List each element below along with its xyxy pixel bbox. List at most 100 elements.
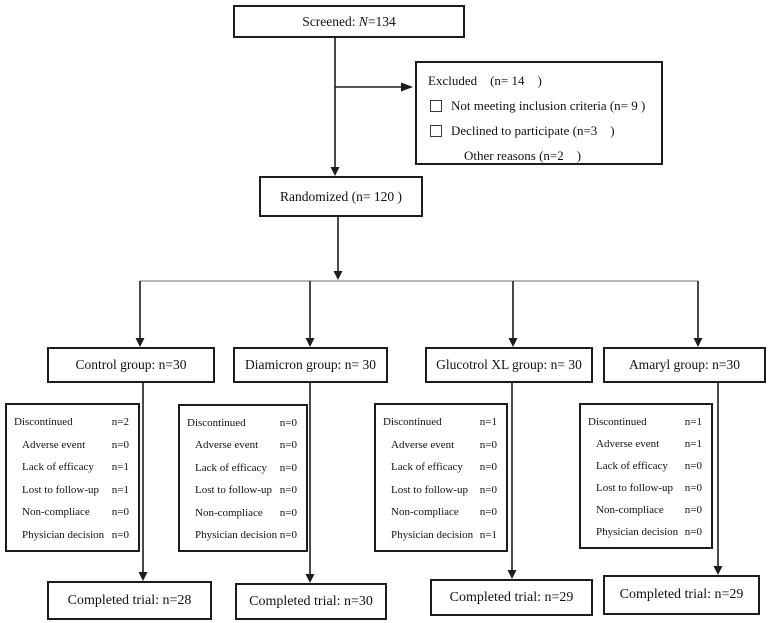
arrow-randomized-to-branch — [333, 217, 343, 280]
disc-value: n=0 — [279, 439, 297, 452]
disc-label: Lost to follow-up — [596, 482, 673, 494]
disc-value: n=0 — [279, 461, 297, 474]
group-box-control: Control group: n=30 — [47, 347, 215, 383]
arrow-branch-to-control — [135, 281, 145, 347]
completed-box-amaryl: Completed trial: n=29 — [603, 575, 760, 615]
checkbox-icon — [430, 100, 442, 112]
disc-label: Physician decision — [391, 528, 474, 541]
disc-row: Lost to follow-up n=0 — [187, 484, 299, 496]
disc-row: Non-compliace n=0 — [588, 504, 704, 516]
disc-label: Adverse event — [596, 438, 660, 450]
completed-label: Completed trial: n=29 — [449, 589, 574, 605]
disc-value: n=0 — [479, 438, 497, 451]
disc-value: n=1 — [479, 416, 497, 428]
disc-label: Non-compliace — [596, 504, 664, 516]
disc-row: Physician decision n=1 — [383, 529, 499, 541]
checkbox-icon — [430, 125, 442, 137]
group-label: Diamicron group: n= 30 — [245, 357, 376, 372]
disc-value: n=0 — [684, 504, 702, 516]
completed-label: Completed trial: n=28 — [67, 592, 192, 608]
disc-label: Physician decision — [22, 528, 105, 541]
disc-label: Adverse event — [195, 439, 259, 452]
disc-value: n=0 — [111, 438, 129, 451]
randomized-box: Randomized (n= 120 ) — [259, 176, 423, 217]
completed-box-diamicron: Completed trial: n=30 — [235, 583, 387, 620]
randomized-label: Randomized (n= 120 ) — [280, 188, 402, 204]
disc-row: Non-compliace n=0 — [383, 506, 499, 518]
disc-row: Adverse event n=1 — [588, 438, 704, 450]
excluded-title: Excluded (n= 14 ) — [428, 73, 542, 88]
discontinued-box-control: Discontinued n=2 Adverse event n=0 Lack of… — [5, 403, 140, 552]
group-label: Control group: n=30 — [75, 357, 187, 372]
arrow-control-to-completed — [138, 383, 148, 581]
disc-label: Lost to follow-up — [22, 483, 99, 496]
disc-label: Non-compliace — [22, 506, 90, 519]
disc-label: Lost to follow-up — [391, 483, 468, 496]
disc-value: n=0 — [279, 484, 297, 497]
arrow-screened-to-excluded — [335, 82, 413, 92]
disc-label: Non-compliace — [195, 506, 263, 519]
disc-label: Adverse event — [22, 438, 86, 451]
disc-label: Lack of efficacy — [22, 461, 94, 474]
disc-row: Adverse event n=0 — [187, 439, 299, 451]
disc-value: n=2 — [111, 416, 129, 428]
group-label: Glucotrol XL group: n= 30 — [436, 357, 582, 372]
disc-label: Discontinued — [14, 416, 73, 428]
screened-box: Screened: N=134 — [233, 5, 465, 38]
arrow-screened-to-randomized — [330, 38, 340, 176]
disc-label: Physician decision — [195, 528, 278, 541]
disc-value: n=1 — [684, 438, 702, 450]
excluded-item-not-meeting: Not meeting inclusion criteria (n= 9 ) — [428, 96, 652, 116]
disc-value: n=0 — [111, 506, 129, 519]
disc-label: Discontinued — [383, 416, 442, 428]
excluded-item-declined: Declined to participate (n=3 ) — [428, 121, 652, 141]
arrow-branch-to-glucotrol — [508, 281, 518, 347]
completed-label: Completed trial: n=29 — [619, 587, 744, 602]
disc-label: Physician decision — [596, 526, 679, 538]
arrow-glucotrol-to-completed — [507, 383, 517, 579]
excluded-item-text: Declined to participate (n=3 ) — [451, 123, 615, 138]
screened-label: Screened: N=134 — [302, 13, 396, 29]
disc-value: n=0 — [111, 528, 129, 541]
disc-label: Discontinued — [187, 417, 246, 429]
disc-value: n=1 — [479, 528, 497, 541]
arrow-diamicron-to-completed — [305, 383, 315, 583]
disc-value: n=0 — [479, 483, 497, 496]
arrow-branch-to-amaryl — [693, 281, 703, 347]
disc-value: n=1 — [684, 416, 702, 428]
disc-value: n=0 — [479, 461, 497, 474]
excluded-box: Excluded (n= 14 ) Not meeting inclusion … — [415, 61, 663, 165]
disc-value: n=0 — [279, 506, 297, 519]
disc-value: n=0 — [479, 506, 497, 519]
group-box-amaryl: Amaryl group: n=30 — [603, 347, 766, 383]
group-label: Amaryl group: n=30 — [628, 357, 741, 372]
disc-row: Non-compliace n=0 — [14, 506, 131, 518]
excluded-item-other-reasons: Other reasons (n=2 ) — [428, 146, 652, 166]
completed-box-glucotrol-xl: Completed trial: n=29 — [430, 579, 593, 616]
group-box-glucotrol-xl: Glucotrol XL group: n= 30 — [425, 347, 593, 383]
completed-label: Completed trial: n=30 — [249, 593, 373, 609]
disc-row: Discontinued n=1 — [588, 416, 704, 428]
disc-label: Non-compliace — [391, 506, 459, 519]
disc-label: Lost to follow-up — [195, 484, 272, 497]
disc-label: Discontinued — [588, 416, 647, 428]
excluded-item-text: Not meeting inclusion criteria (n= 9 ) — [451, 98, 646, 113]
disc-row: Adverse event n=0 — [14, 439, 131, 451]
disc-label: Lack of efficacy — [195, 461, 267, 474]
disc-row: Non-compliace n=0 — [187, 507, 299, 519]
disc-row: Lack of efficacy n=0 — [187, 462, 299, 474]
disc-value: n=1 — [111, 461, 129, 474]
group-box-diamicron: Diamicron group: n= 30 — [233, 347, 388, 383]
disc-row: Physician decision n=0 — [14, 529, 131, 541]
